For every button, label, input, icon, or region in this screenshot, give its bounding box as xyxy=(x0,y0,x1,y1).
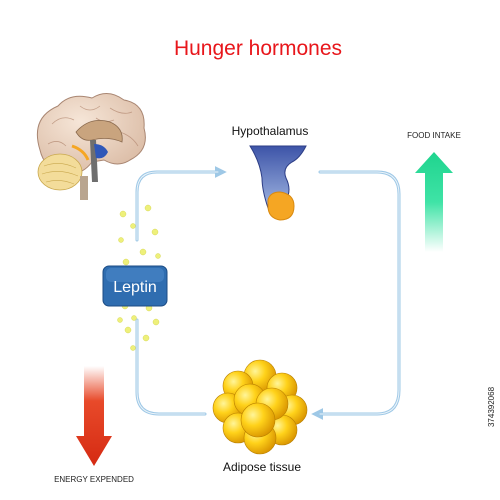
energy-expended-down-arrow xyxy=(76,366,112,466)
leptin-label: Leptin xyxy=(113,279,157,296)
adipose-cells-icon xyxy=(212,359,308,455)
cerebellum xyxy=(37,153,83,191)
page-title: Hunger hormones xyxy=(174,37,342,60)
food-intake-label: FOOD INTAKE xyxy=(407,131,461,140)
brain-icon xyxy=(36,93,146,200)
energy-expended-label: ENERGY EXPENDED xyxy=(54,475,134,484)
side-id-text: 374392068 xyxy=(487,386,496,427)
hypothalamus-label: Hypothalamus xyxy=(232,124,309,138)
line-hypothalamus-right xyxy=(311,170,401,420)
hypothalamus-icon xyxy=(249,145,307,221)
adipose-tissue-label: Adipose tissue xyxy=(223,460,301,474)
food-intake-up-arrow xyxy=(415,152,453,252)
leptin-label-box: Leptin xyxy=(102,265,168,307)
line-adipose-left xyxy=(135,318,207,416)
